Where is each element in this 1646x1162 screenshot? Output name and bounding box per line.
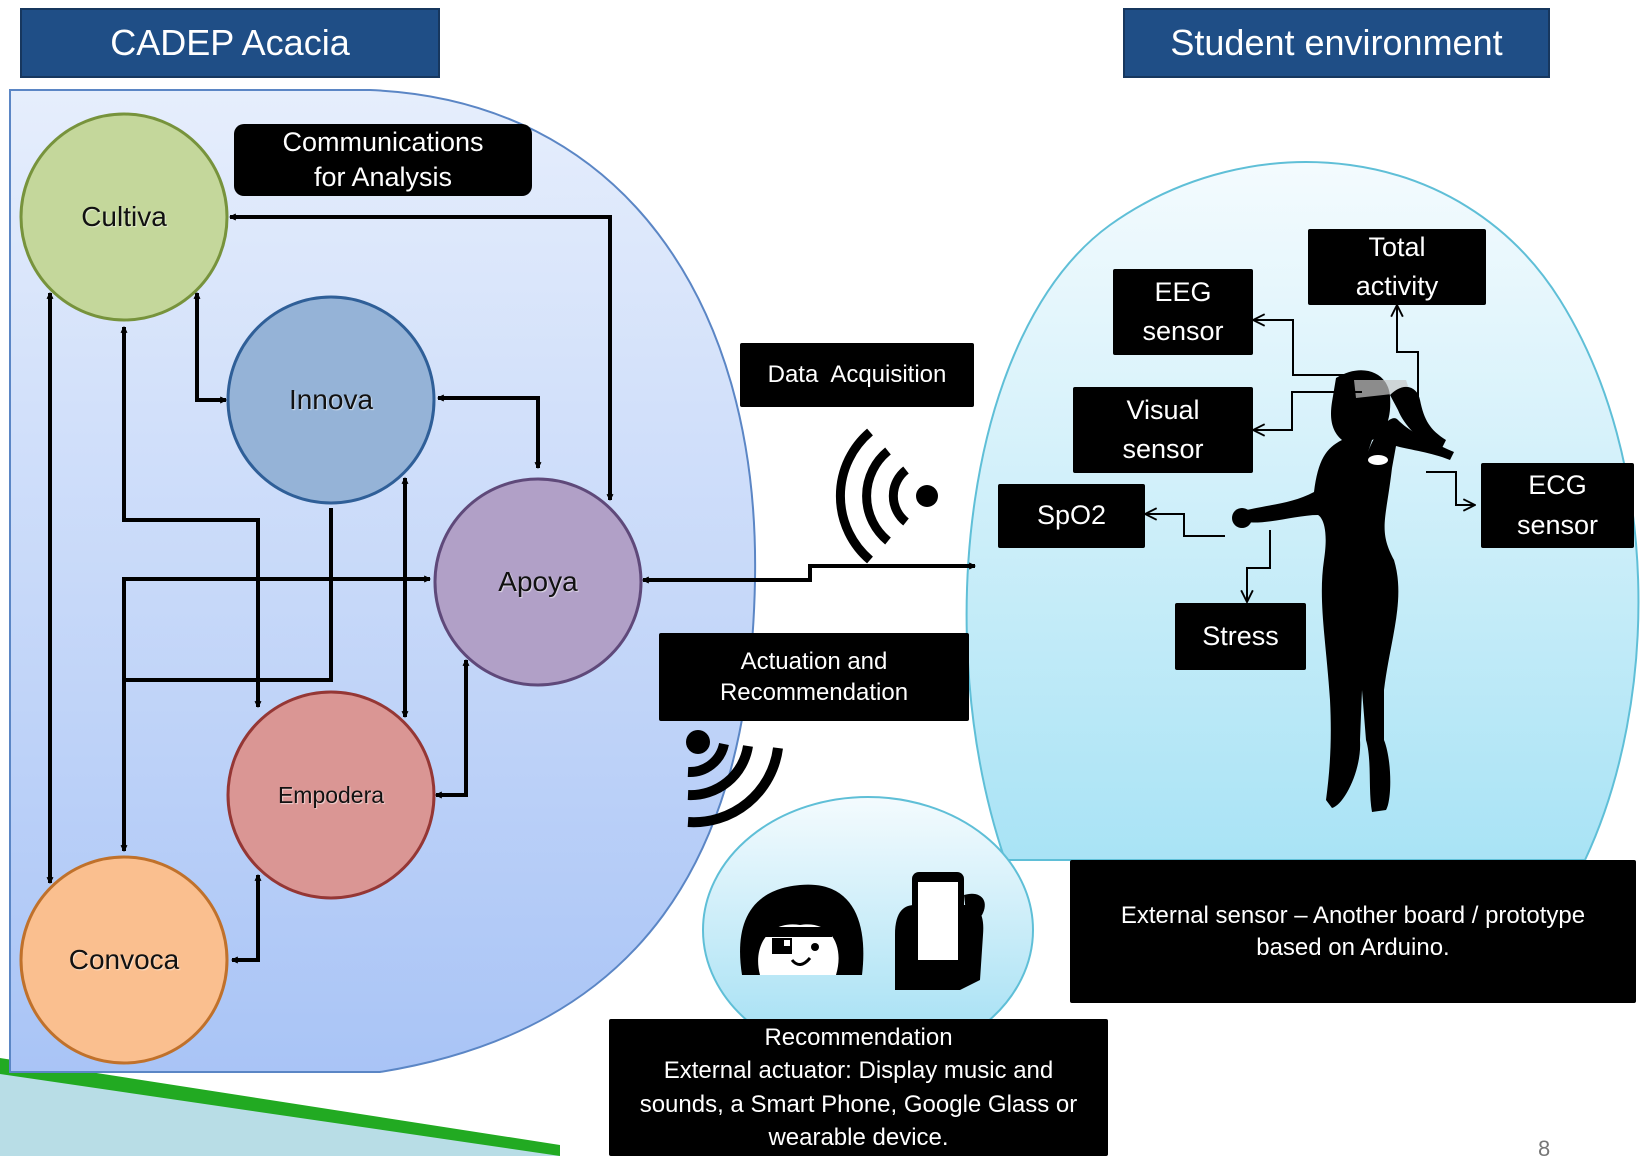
label-data-acquisition: Data Acquisition: [740, 343, 974, 407]
woman-face-icon: [740, 884, 864, 975]
node-empodera-circle: [226, 690, 436, 900]
node-connectors: [50, 217, 975, 960]
sensor-visual: Visual sensor: [1073, 387, 1253, 473]
node-convoca: Convoca: [68, 944, 180, 975]
node-apoya: Apoya: [498, 566, 578, 597]
label-actuation-recommendation: Actuation and Recommendation: [659, 633, 969, 721]
wifi-signal-icon: [686, 730, 783, 828]
sensor-stress: Stress: [1175, 603, 1306, 670]
wifi-signal-icon: [835, 428, 938, 564]
node-convoca-circle: [19, 855, 229, 1065]
header-cadep: CADEP Acacia: [20, 8, 440, 78]
sensor-spo2: SpO2: [998, 484, 1145, 548]
smartphone-icon: [895, 872, 985, 990]
sensor-eeg: EEG sensor: [1113, 269, 1253, 355]
sensor-connectors: [1145, 305, 1475, 602]
header-student-environment: Student environment: [1123, 8, 1550, 78]
label-communications-for-analysis: Communications for Analysis: [234, 124, 532, 196]
node-cultiva: Cultiva: [81, 201, 167, 232]
person-silhouette-icon: [1232, 370, 1454, 812]
sensor-ecg: ECG sensor: [1481, 463, 1634, 548]
label-external-sensor: External sensor – Another board / protot…: [1070, 860, 1636, 1003]
label-recommendation-external-actuator: Recommendation External actuator: Displa…: [609, 1019, 1108, 1156]
node-cultiva-circle: [19, 112, 229, 322]
node-apoya-circle: [433, 477, 643, 687]
node-innova-circle: [226, 295, 436, 505]
node-empodera: Empodera: [277, 781, 385, 808]
page-number: 8: [1538, 1136, 1551, 1161]
decor-green-stripe: [0, 1058, 560, 1156]
sensor-total-activity: Total activity: [1308, 229, 1486, 305]
node-innova: Innova: [288, 384, 374, 415]
